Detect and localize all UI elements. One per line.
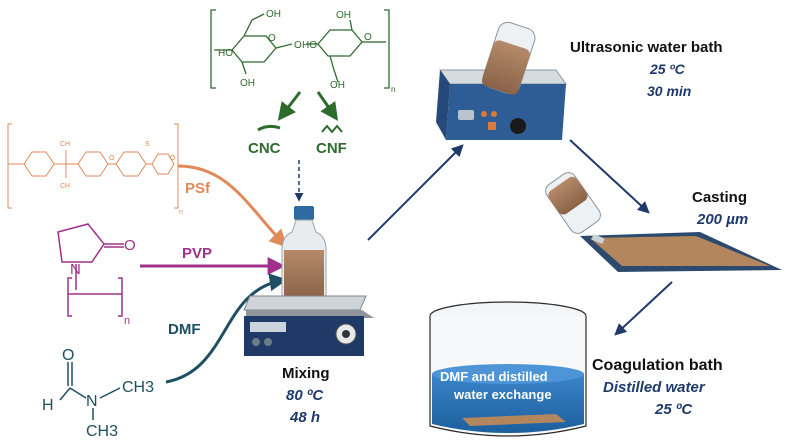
coagulation-temp: 25 ºC	[654, 401, 693, 418]
pvp-o-atom: O	[124, 237, 136, 254]
cellulose-oh-4: HO	[302, 40, 317, 51]
dmf-arrow	[165, 273, 288, 384]
ultrasonic-time: 30 min	[647, 83, 691, 99]
casting-thickness: 200 µm	[696, 211, 748, 228]
svg-text:O: O	[170, 155, 176, 162]
dmf-ch3-bottom: CH3	[86, 423, 118, 440]
psf-subscript: n	[179, 209, 183, 216]
svg-text:S: S	[145, 141, 150, 148]
dmf-ch3-right: CH3	[122, 379, 154, 396]
cellulose-subscript: n	[391, 85, 395, 94]
psf-atom-labels: CH CH O S O	[60, 141, 176, 190]
ultrasonic-title: Ultrasonic water bath	[570, 39, 723, 56]
pvp-n-atom: N	[70, 261, 81, 278]
cellulose-bridge-o: O	[294, 40, 302, 51]
cellulose-oh-2: HO	[218, 48, 233, 59]
arrow-to-coagulation	[614, 281, 673, 336]
svg-text:CH: CH	[60, 183, 70, 190]
magnetic-stirrer-icon	[243, 295, 374, 356]
bottle-icon	[281, 206, 327, 303]
psf-arrow	[177, 164, 288, 248]
arrow-to-ultrasonic	[367, 144, 464, 241]
bath-inner-line1: DMF and distilled	[440, 369, 548, 384]
cnc-rod-icon	[257, 124, 281, 132]
pvp-label: PVP	[182, 245, 212, 262]
ultrasonic-temp: 25 ºC	[649, 61, 686, 77]
dmf-label: DMF	[168, 321, 201, 338]
dmf-h-atom: H	[42, 397, 54, 414]
pvp-subscript: n	[124, 315, 130, 327]
casting-title: Casting	[692, 189, 747, 206]
ultrasonic-bath-icon	[436, 21, 567, 140]
dmf-n-atom: N	[86, 393, 98, 410]
coagulation-bath-icon	[429, 301, 587, 437]
cnf-label: CNF	[316, 140, 347, 157]
cellulose-ring-o-2: O	[364, 32, 372, 43]
arrow-to-cnf	[316, 91, 339, 121]
svg-text:CH: CH	[60, 141, 70, 148]
cellulose-structure	[210, 9, 390, 89]
mixing-time: 48 h	[289, 409, 320, 426]
arrow-to-cnc	[277, 91, 302, 121]
mixing-temp: 80 ºC	[286, 387, 324, 404]
cellulose-oh-6: OH	[330, 80, 345, 91]
svg-text:O: O	[109, 155, 115, 162]
dmf-o-atom: O	[62, 347, 74, 364]
dmf-structure	[59, 362, 121, 420]
psf-structure	[7, 123, 179, 209]
coagulation-title: Coagulation bath	[592, 357, 723, 374]
mixing-title: Mixing	[282, 365, 330, 382]
cellulose-oh-3: OH	[240, 78, 255, 89]
cellulose-oh-5: OH	[336, 10, 351, 21]
casting-plate-icon	[580, 232, 782, 272]
coagulation-medium: Distilled water	[603, 379, 706, 396]
cellulose-oh-1: OH	[266, 9, 281, 20]
pvp-structure	[57, 223, 124, 317]
cellulose-labels: OH HO OH HO OH OH O O O n	[218, 9, 395, 94]
arrow-to-casting	[569, 139, 650, 214]
cnc-label: CNC	[248, 140, 281, 157]
bath-inner-line2: water exchange	[453, 387, 552, 402]
cellulose-ring-o-1: O	[268, 33, 276, 44]
psf-label: PSf	[185, 180, 211, 197]
casting-bottle-icon	[545, 172, 601, 234]
cnf-fiber-icon	[321, 124, 343, 134]
